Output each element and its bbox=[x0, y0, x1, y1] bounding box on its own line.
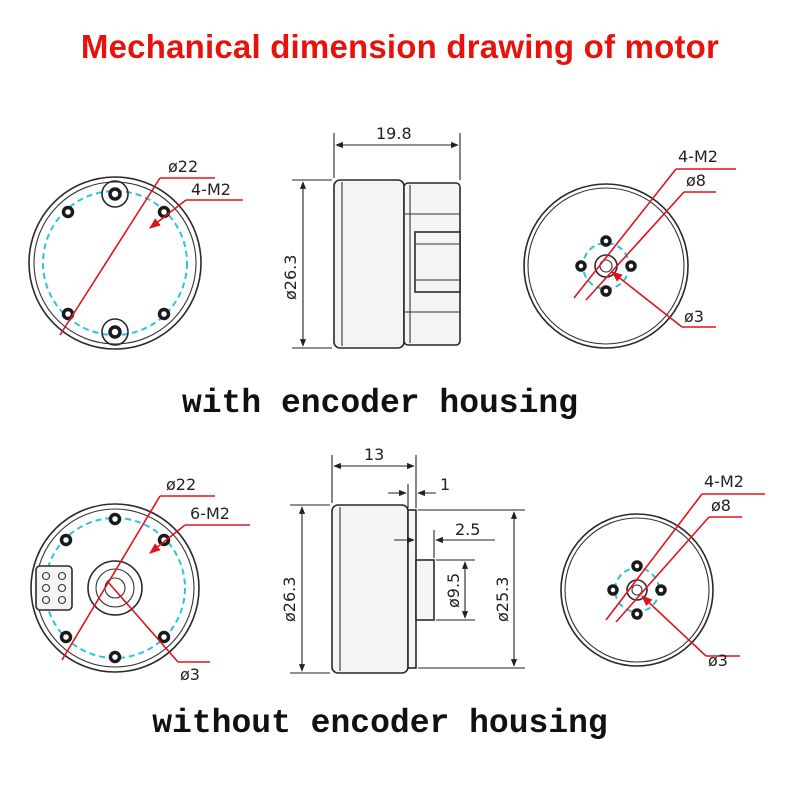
front-outer-circle bbox=[560, 513, 714, 667]
length-label: 19.8 bbox=[376, 124, 412, 143]
mount-hole bbox=[157, 533, 171, 547]
shaft bbox=[104, 577, 126, 599]
rear-holes-label: 4-M2 bbox=[191, 180, 231, 199]
front-pitch-circle bbox=[582, 242, 630, 290]
front-hole bbox=[600, 235, 612, 247]
holes-leader bbox=[605, 493, 703, 621]
mount-hole bbox=[108, 512, 122, 526]
front-hole bbox=[631, 560, 643, 572]
bottom-boss bbox=[101, 318, 129, 346]
top-boss bbox=[101, 180, 129, 208]
without-encoder-side-view: 13 1 2.5 ø9.5 ø26.3 ø25.3 bbox=[280, 445, 525, 674]
front-pitch-label: ø8 bbox=[686, 171, 706, 190]
center-hub bbox=[87, 560, 143, 616]
caption-without-encoder: without encoder housing bbox=[152, 705, 608, 742]
holes-leader bbox=[149, 199, 187, 229]
front-holes-label: 4-M2 bbox=[704, 472, 744, 491]
caption-with-encoder: with encoder housing bbox=[181, 385, 579, 422]
motor-body bbox=[333, 179, 405, 349]
mount-hole bbox=[59, 630, 73, 644]
front-hole bbox=[607, 584, 619, 596]
front-shaft-label: ø3 bbox=[708, 651, 728, 670]
step-label: 1 bbox=[440, 475, 450, 494]
mount-hole bbox=[157, 307, 171, 321]
boss-diameter-label: ø9.5 bbox=[444, 573, 463, 608]
front-boss bbox=[415, 559, 435, 621]
connector-pad bbox=[35, 565, 73, 611]
front-pitch-label: ø8 bbox=[711, 496, 731, 515]
flange-diameter-label: ø25.3 bbox=[493, 577, 512, 622]
rear-diameter-label: ø22 bbox=[168, 157, 198, 176]
front-hole bbox=[631, 608, 643, 620]
shaft-leader bbox=[107, 581, 179, 663]
length-label: 13 bbox=[364, 445, 384, 464]
shaft-leader bbox=[641, 595, 707, 657]
with-encoder-side-view: 19.8 ø26.3 bbox=[281, 124, 461, 349]
without-encoder-front-view: 4-M2 ø8 ø3 bbox=[560, 472, 765, 670]
connector-block bbox=[414, 231, 461, 293]
front-hole bbox=[575, 260, 587, 272]
rear-outer-circle bbox=[30, 503, 200, 673]
front-hole bbox=[600, 285, 612, 297]
mount-hole bbox=[59, 533, 73, 547]
diameter-leader bbox=[61, 495, 161, 661]
pitch-leader bbox=[615, 516, 710, 623]
rear-holes-label: 6-M2 bbox=[190, 504, 230, 523]
front-hole bbox=[625, 260, 637, 272]
boss-length-label: 2.5 bbox=[455, 520, 480, 539]
pitch-circle bbox=[44, 517, 186, 659]
with-encoder-front-view: 4-M2 ø8 ø3 bbox=[523, 147, 736, 349]
front-hole bbox=[655, 584, 667, 596]
motor-body bbox=[331, 504, 409, 674]
holes-leader bbox=[573, 168, 677, 299]
front-holes-label: 4-M2 bbox=[678, 147, 718, 166]
mount-hole bbox=[157, 630, 171, 644]
body-diameter-label: ø26.3 bbox=[280, 577, 299, 622]
front-shaft-label: ø3 bbox=[684, 307, 704, 326]
diameter-leader bbox=[59, 177, 161, 336]
front-outer-circle bbox=[523, 183, 689, 349]
shaft-leader bbox=[611, 271, 683, 328]
rear-inner-circle bbox=[33, 181, 197, 345]
page-title: Mechanical dimension drawing of motor bbox=[80, 28, 720, 65]
diameter-label: ø26.3 bbox=[281, 255, 300, 300]
mount-hole bbox=[108, 650, 122, 664]
rear-diameter-label: ø22 bbox=[166, 475, 196, 494]
with-encoder-rear-view: ø22 4-M2 bbox=[28, 157, 243, 350]
holes-leader bbox=[149, 524, 186, 554]
rear-shaft-label: ø3 bbox=[180, 665, 200, 684]
flange bbox=[407, 509, 417, 669]
rear-outer-circle bbox=[28, 176, 202, 350]
pitch-leader bbox=[585, 191, 685, 301]
without-encoder-rear-view: ø22 6-M2 ø3 bbox=[30, 475, 250, 684]
mount-hole bbox=[61, 205, 75, 219]
